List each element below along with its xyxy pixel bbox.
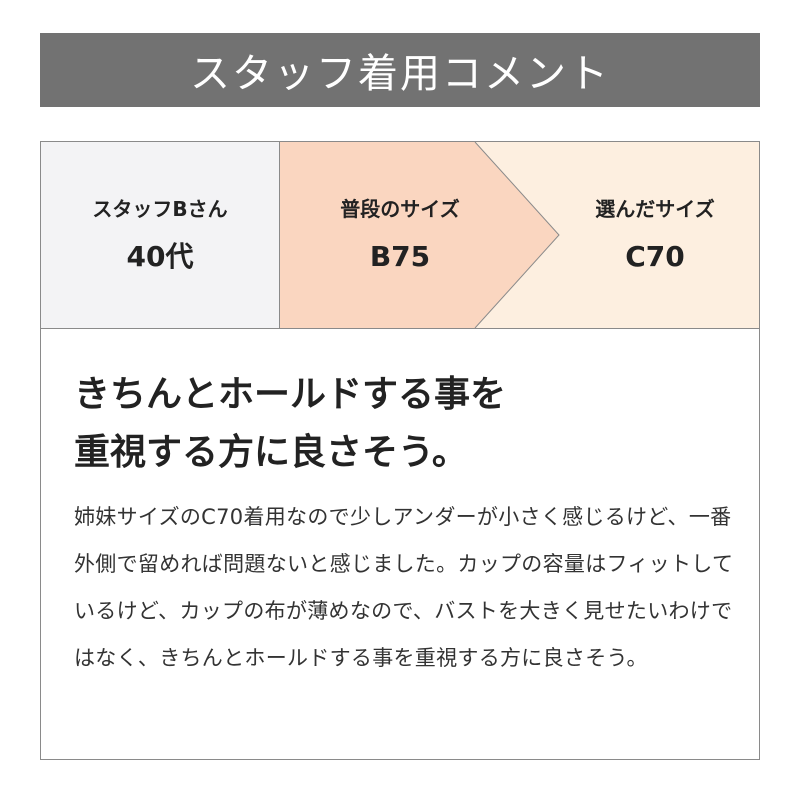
page-title: スタッフ着用コメント — [190, 51, 610, 97]
arrow-outline — [474, 142, 560, 328]
headline-line-1: きちんとホールドする事を — [74, 374, 507, 415]
staff-age: 40代 — [126, 240, 194, 273]
comment-card: スタッフBさん 40代 普段のサイズ B75 選んだサイズ C70 きちんとホー… — [40, 141, 760, 760]
chosen-size: 選んだサイズ C70 — [531, 142, 759, 328]
headline-line-2: 重視する方に良さそう。 — [74, 432, 468, 473]
usual-size-arrow — [279, 142, 559, 328]
chosen-size-value: C70 — [625, 240, 685, 273]
header-bar: スタッフ着用コメント — [40, 33, 760, 107]
chosen-size-label: 選んだサイズ — [595, 197, 715, 221]
comment-section: きちんとホールドする事を 重視する方に良さそう。 姉妹サイズのC70着用なので少… — [74, 366, 734, 682]
staff-name: スタッフBさん — [92, 197, 228, 221]
size-comparison: スタッフBさん 40代 普段のサイズ B75 選んだサイズ C70 — [41, 142, 759, 329]
usual-size: 普段のサイズ B75 — [279, 142, 521, 328]
size-band-shapes — [41, 142, 560, 328]
usual-size-label: 普段のサイズ — [340, 197, 460, 221]
comment-body: 姉妹サイズのC70着用なので少しアンダーが小さく感じるけど、一番外側で留めれば問… — [74, 505, 734, 670]
usual-size-value: B75 — [369, 240, 431, 273]
staff-cell-bg — [41, 142, 279, 328]
comment-headline: きちんとホールドする事を 重視する方に良さそう。 — [74, 366, 734, 482]
staff-info: スタッフBさん 40代 — [41, 142, 279, 328]
